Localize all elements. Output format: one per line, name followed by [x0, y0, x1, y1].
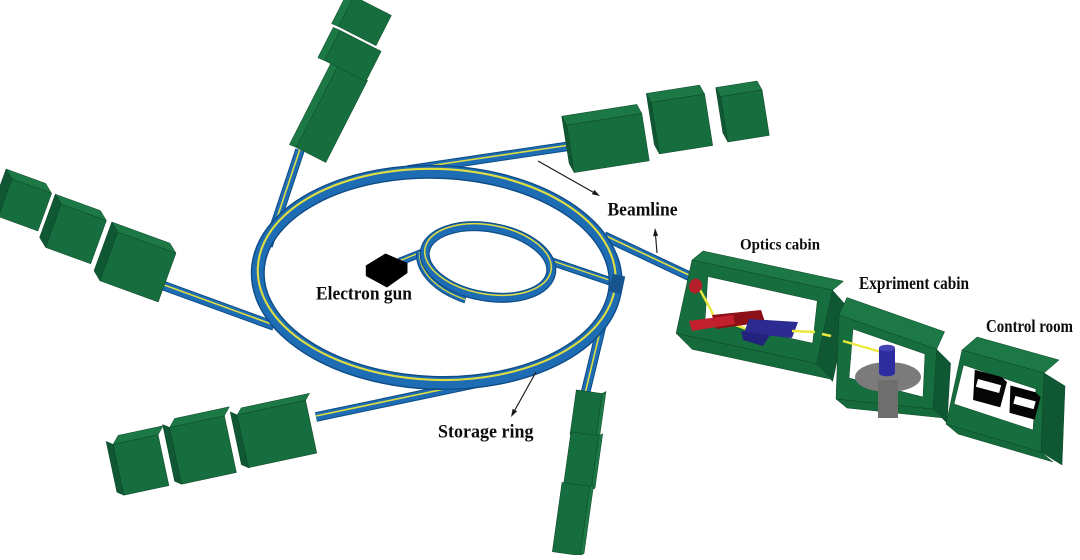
svg-text:Optics cabin: Optics cabin — [740, 237, 820, 254]
svg-text:Electron gun: Electron gun — [316, 285, 413, 305]
svg-text:Storage ring: Storage ring — [438, 423, 534, 443]
svg-text:Beamline: Beamline — [608, 200, 678, 221]
svg-text:Expriment cabin: Expriment cabin — [859, 273, 969, 293]
svg-text:Control room: Control room — [986, 316, 1073, 336]
